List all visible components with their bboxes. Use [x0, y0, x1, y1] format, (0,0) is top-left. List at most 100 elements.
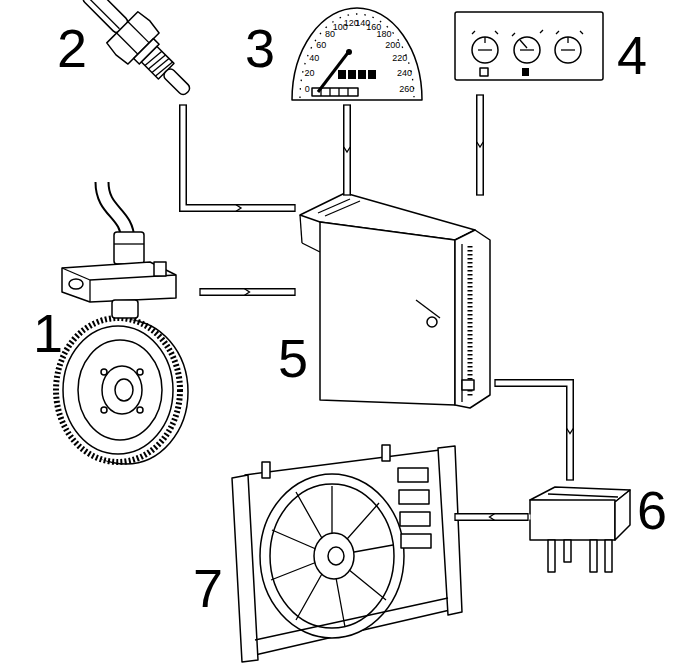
control-panel	[472, 37, 498, 63]
signal-arrow	[183, 105, 295, 208]
flywheel-sensor	[114, 243, 144, 244]
speedometer	[300, 14, 414, 98]
radiator-fan	[270, 484, 394, 628]
arrow-head	[490, 514, 495, 520]
flywheel-sensor	[112, 300, 138, 318]
control-panel	[520, 40, 527, 48]
speedometer	[368, 70, 376, 79]
dial-number: 20	[304, 68, 314, 77]
dial-number: 140	[355, 19, 370, 28]
flywheel-sensor	[56, 182, 188, 464]
radiator-fan	[400, 512, 430, 526]
arrow-end	[294, 204, 295, 212]
dial-number: 40	[309, 53, 319, 62]
arrow-end	[179, 104, 187, 105]
radiator-fan	[262, 462, 270, 478]
arrow-channel	[455, 515, 528, 520]
callout-number: 1	[33, 306, 63, 360]
flywheel-sensor	[137, 407, 143, 413]
dial-number: 260	[399, 84, 414, 93]
control-panel	[555, 37, 581, 63]
arrow-end	[476, 94, 484, 95]
arrow-end	[343, 104, 351, 105]
dial-number: 120	[344, 19, 359, 28]
signal-arrow	[476, 95, 484, 195]
component-callout: 5	[295, 195, 495, 410]
fan-relay	[590, 540, 597, 572]
fan-relay	[548, 494, 618, 497]
speedometer	[318, 50, 350, 92]
control-panel	[455, 12, 603, 80]
arrow-end	[494, 379, 495, 387]
radiator-fan	[260, 474, 404, 638]
dial-number: 160	[366, 23, 381, 32]
dial-number: 0	[305, 84, 310, 93]
fan-relay	[548, 540, 555, 572]
flywheel-sensor	[63, 326, 173, 454]
speedometer	[292, 8, 422, 100]
callout-number: 5	[278, 331, 308, 385]
flywheel-sensor	[78, 340, 162, 440]
signal-arrow	[455, 513, 528, 521]
flywheel-sensor	[101, 407, 107, 413]
radiator-fan	[271, 486, 393, 627]
dial-number: 240	[397, 68, 412, 77]
control-panel	[478, 49, 492, 50]
temperature-sensor	[117, 33, 138, 54]
arrow-end	[343, 194, 351, 195]
signal-arrow	[343, 105, 351, 195]
control-unit	[416, 300, 440, 318]
fan-relay	[530, 487, 630, 572]
callout-number: 4	[617, 28, 647, 82]
arrow-head	[477, 142, 483, 147]
speedometer	[338, 88, 339, 96]
control-panel	[561, 49, 575, 50]
dial-number: 80	[325, 30, 335, 39]
arrow-head	[567, 429, 573, 434]
component-callout: 3	[240, 0, 420, 105]
signal-arrow	[495, 379, 574, 480]
dial-number: 180	[376, 30, 391, 39]
arrow-end	[199, 288, 200, 296]
fan-relay	[530, 500, 615, 540]
component-callout: 6	[528, 480, 668, 585]
arrow-channel	[345, 105, 350, 195]
arrow-head	[236, 205, 241, 211]
flywheel-sensor	[62, 262, 176, 302]
callout-number: 7	[193, 561, 223, 615]
dial-number: 200	[385, 40, 400, 49]
temperature-sensor	[70, 0, 204, 109]
radiator-fan	[401, 534, 431, 548]
control-panel	[455, 12, 603, 80]
radiator-fan	[245, 450, 450, 655]
arrow-channel	[495, 383, 570, 480]
control-unit	[455, 230, 490, 408]
component-callout: 1	[30, 180, 200, 470]
signal-arrow	[200, 288, 295, 296]
callout-number: 6	[637, 483, 667, 537]
control-unit	[325, 201, 360, 216]
flywheel-sensor	[137, 369, 143, 375]
flywheel-sensor	[89, 280, 90, 302]
speedometer	[329, 88, 330, 96]
arrow-channel	[478, 95, 483, 195]
flywheel-sensor	[56, 318, 180, 462]
arrow-channel	[200, 290, 295, 295]
dial-number: 100	[333, 23, 348, 32]
control-panel	[522, 68, 529, 76]
dial-number: 60	[316, 40, 326, 49]
component-callout: 2	[50, 0, 215, 105]
flywheel-sensor	[101, 369, 107, 375]
signal-arrow	[179, 105, 295, 212]
temperature-sensor	[87, 0, 120, 29]
radiator-fan	[382, 445, 390, 461]
arrow-end	[566, 479, 574, 480]
control-unit	[300, 215, 302, 243]
arrow-end	[294, 288, 295, 296]
flywheel-sensor	[102, 366, 142, 414]
arrow-head	[344, 147, 350, 152]
arrow-end	[476, 194, 484, 195]
